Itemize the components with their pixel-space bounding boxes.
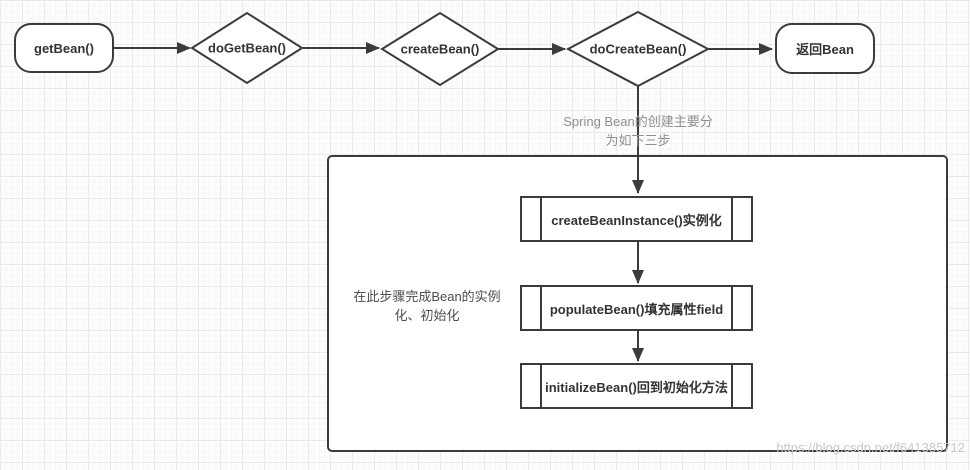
node-return-bean: 返回Bean <box>775 23 875 74</box>
node-create-bean-instance: createBeanInstance()实例化 <box>520 196 753 242</box>
annotation-three-steps: Spring Bean的创建主要分为如下三步 <box>563 114 713 148</box>
node-do-get-bean-label: doGetBean() <box>208 40 286 56</box>
node-get-bean-label: getBean() <box>34 40 94 56</box>
node-populate-bean-label: populateBean()填充属性field <box>549 301 724 317</box>
annotation-instance-note: 在此步骤完成Bean的实例化、初始化 <box>353 289 501 323</box>
watermark-url: https://blog.csdn.net/f641385712 <box>776 440 965 455</box>
node-create-bean-label: createBean() <box>400 41 480 57</box>
node-populate-bean: populateBean()填充属性field <box>520 285 753 331</box>
node-initialize-bean: initializeBean()回到初始化方法 <box>520 363 753 409</box>
node-create-bean-instance-label: createBeanInstance()实例化 <box>551 212 722 228</box>
node-initialize-bean-label: initializeBean()回到初始化方法 <box>545 379 728 395</box>
node-return-bean-label: 返回Bean <box>796 42 854 57</box>
node-get-bean: getBean() <box>14 23 114 73</box>
node-do-create-bean-label: doCreateBean() <box>589 41 687 57</box>
